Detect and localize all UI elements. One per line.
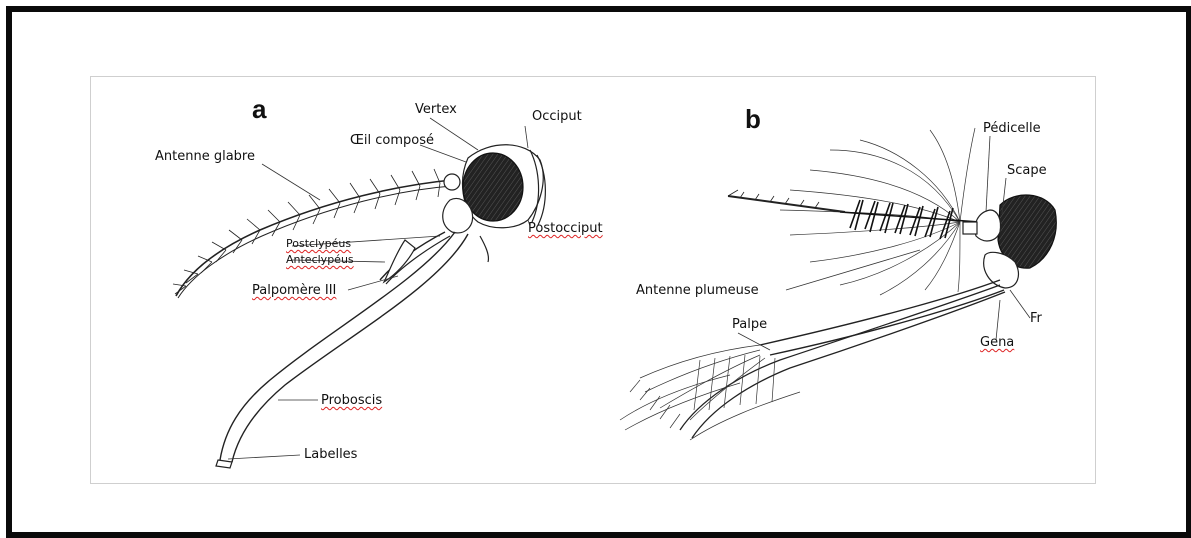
label-vertex: Vertex [415, 103, 457, 116]
panel-a-letter: a [252, 94, 266, 125]
label-labelles: Labelles [304, 448, 357, 461]
label-oeil-compose: Œil composé [350, 134, 434, 147]
label-postclypeus: Postclypéus [286, 238, 351, 249]
label-scape: Scape [1007, 164, 1047, 177]
label-palpe: Palpe [732, 318, 767, 331]
label-fr: Fr [1030, 312, 1042, 325]
label-anteclypeus: Anteclypéus [286, 254, 354, 265]
label-occiput: Occiput [532, 110, 582, 123]
label-palpomere-iii: Palpomère III [252, 284, 336, 297]
panel-b-letter: b [745, 104, 761, 135]
label-antenne-glabre: Antenne glabre [155, 150, 255, 163]
panel-a-drawing [173, 145, 545, 468]
label-proboscis: Proboscis [321, 394, 382, 407]
label-postocciput: Postocciput [528, 222, 603, 235]
label-antenne-plumeuse: Antenne plumeuse [636, 284, 759, 297]
label-pedicelle: Pédicelle [983, 122, 1041, 135]
panel-b-leaders [738, 136, 1030, 350]
label-gena: Gena [980, 336, 1014, 349]
